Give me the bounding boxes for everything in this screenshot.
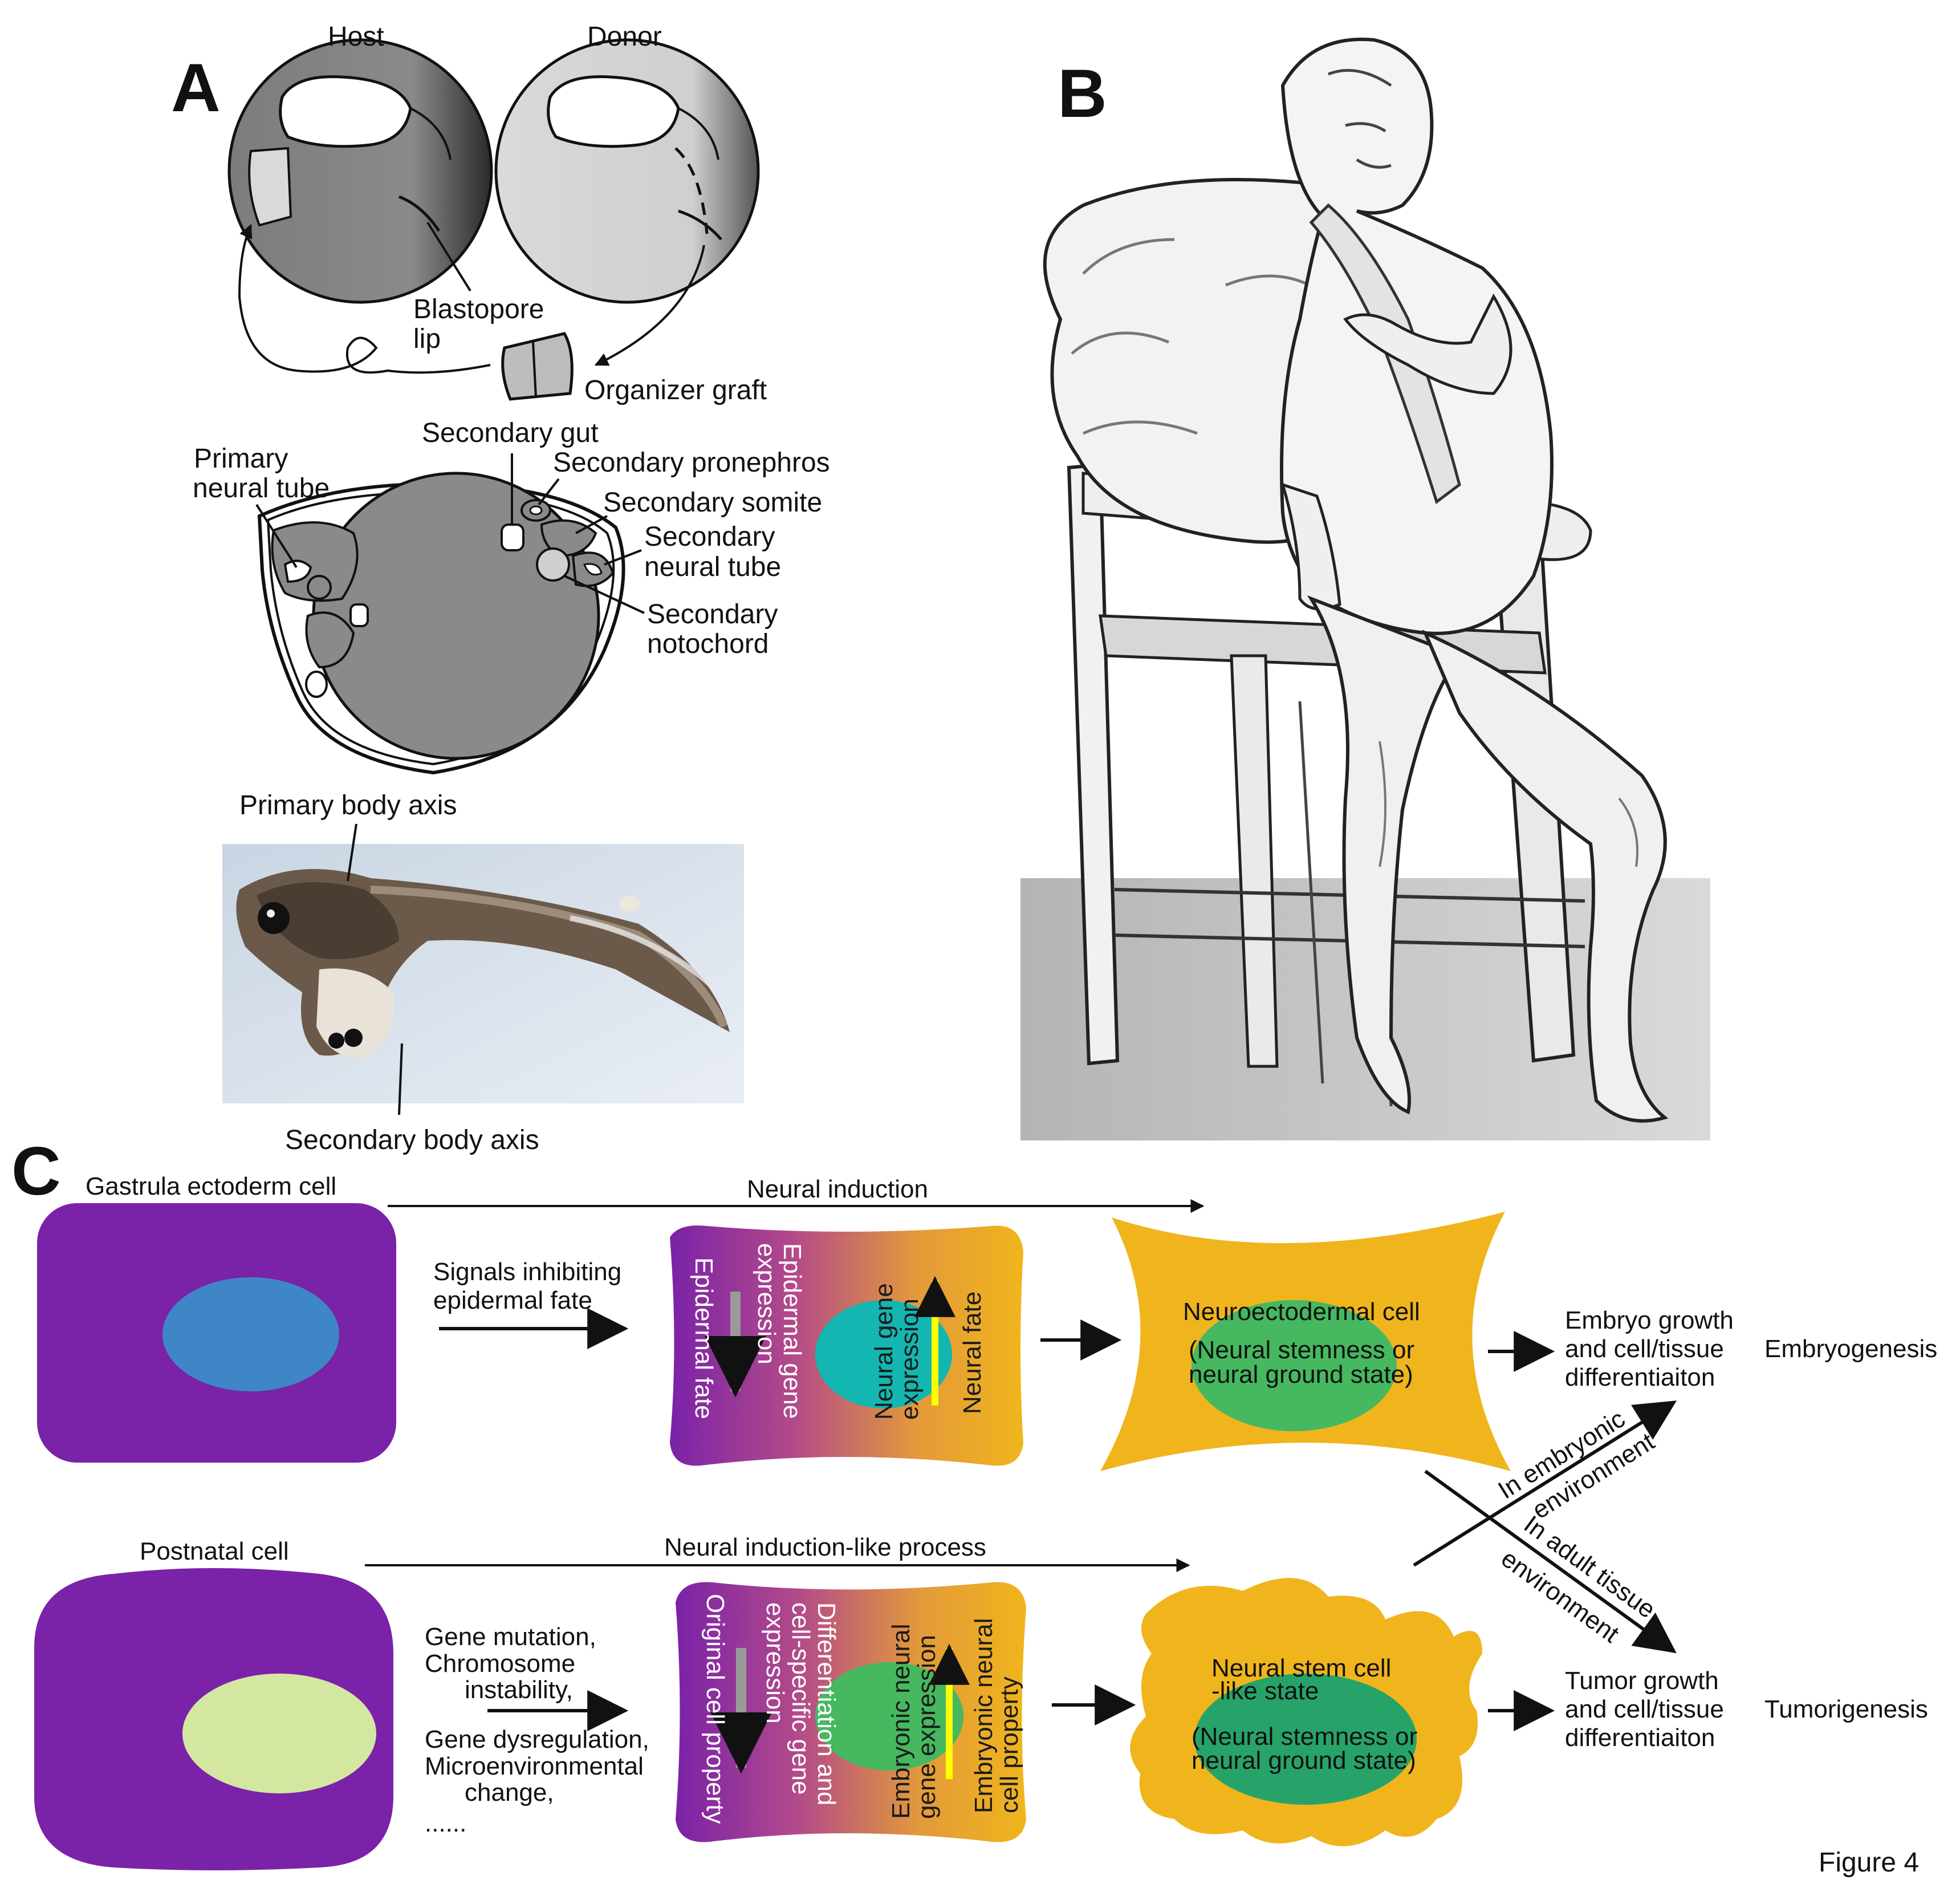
change-label: change, (465, 1779, 554, 1806)
signals-label-2: epidermal fate (433, 1286, 592, 1314)
secondary-body-axis-pointer (398, 1043, 403, 1115)
secondary-neural-tube-pointer (604, 549, 642, 566)
neural-stemness-label-1a: (Neural stemness or (1189, 1336, 1414, 1364)
neural-induction-label: Neural induction (747, 1175, 928, 1203)
epidermal-fate-label: Epidermal fate (690, 1257, 718, 1419)
secondary-gut-label: Secondary gut (422, 418, 599, 448)
primary-neural-tube-label-1: Primary (194, 444, 288, 474)
secondary-neural-tube-label-1: Secondary (644, 522, 775, 552)
neural-induction-like-label: Neural induction-like process (664, 1533, 986, 1561)
embryo-growth-label-3: differentiaiton (1565, 1363, 1715, 1391)
donor-label: Donor (587, 22, 662, 52)
neural-gene-expr-label-1: Neural gene (870, 1283, 898, 1420)
tumor-growth-label-3: differentiaiton (1565, 1724, 1715, 1752)
panel-a-letter: A (171, 50, 221, 126)
transitioning-nucleus-bottom (815, 1662, 963, 1771)
differentiation-label-2: cell-specific gene (787, 1602, 815, 1795)
instability-label: instability, (465, 1676, 573, 1704)
primary-body-axis-label: Primary body axis (239, 790, 457, 821)
transplant-arrow-donor (594, 245, 705, 366)
neural-stemness-label-2a: (Neural stemness or (1192, 1723, 1417, 1751)
chromosome-label: Chromosome (425, 1650, 575, 1678)
neural-stemness-label-1b: neural ground state) (1189, 1361, 1413, 1388)
ellipsis-label: ...... (425, 1809, 466, 1837)
host-label: Host (328, 22, 384, 52)
epidermal-gene-expr-label-1: Epidermal gene (778, 1243, 806, 1419)
secondary-somite-label: Secondary somite (603, 488, 822, 518)
panel-b: B (1020, 38, 1710, 1140)
embryonic-neural-gene-label-2: gene expression (913, 1635, 941, 1819)
secondary-notochord-label-2: notochord (647, 629, 769, 659)
embryonic-neural-cell-label-2: cell property (995, 1676, 1023, 1813)
primary-body-axis-pointer (347, 823, 357, 882)
primary-neural-tube-label-2: neural tube (193, 473, 330, 504)
blastopore-pointer (426, 221, 471, 292)
engraving-illustration (1020, 38, 1710, 1140)
signals-label-1: Signals inhibiting (433, 1258, 621, 1286)
gene-dysregulation-label: Gene dysregulation, (425, 1725, 649, 1753)
figure-label: Figure 4 (1819, 1848, 1919, 1878)
adult-env-arrow (1424, 1469, 1677, 1654)
embryonic-neural-cell-label-1: Embryonic neural (970, 1618, 998, 1813)
tadpole-photo (222, 844, 744, 1103)
microenvironmental-label: Microenvironmental (425, 1752, 644, 1780)
differentiation-label-3: expression (761, 1602, 789, 1724)
embryonic-env-arrow (1413, 1400, 1677, 1567)
blastopore-label: Blastopore (413, 294, 544, 324)
epidermal-gene-expr-label-2: expression (753, 1243, 780, 1365)
host-embryo (227, 38, 493, 304)
neural-stem-like-label-1: Neural stem cell (1211, 1654, 1391, 1682)
embryogenesis-label: Embryogenesis (1764, 1335, 1937, 1363)
panel-c-letter: C (11, 1133, 61, 1209)
neuroectodermal-label: Neuroectodermal cell (1183, 1298, 1420, 1326)
secondary-body-axis-label: Secondary body axis (285, 1125, 539, 1155)
transitioning-nucleus-top (815, 1300, 952, 1408)
neural-stem-like-label-2: -like state (1211, 1677, 1319, 1705)
secondary-neural-tube-label-2: neural tube (644, 552, 781, 582)
gene-mutation-label: Gene mutation, (425, 1623, 596, 1651)
original-cell-property-label: Original cell property (701, 1594, 729, 1824)
transplant-arrow-host (238, 224, 491, 374)
panel-a: A Host Donor Blastopore lip Organizer (171, 22, 830, 1155)
postnatal-cell-label: Postnatal cell (140, 1537, 289, 1565)
gastrula-nucleus (162, 1277, 339, 1391)
differentiation-label-1: Differentiation and (812, 1602, 840, 1805)
embryo-growth-label-2: and cell/tissue (1565, 1335, 1724, 1363)
neuroectodermal-nucleus (1192, 1300, 1397, 1431)
donor-embryo (494, 38, 760, 304)
tumor-growth-label-1: Tumor growth (1565, 1667, 1719, 1695)
secondary-notochord-label-1: Secondary (647, 599, 778, 630)
cross-section (257, 472, 625, 775)
panel-c: C Gastrula ectoderm cell Neural inductio… (11, 1133, 1937, 1870)
tumorigenesis-label: Tumorigenesis (1764, 1695, 1928, 1723)
gastrula-cell-label: Gastrula ectoderm cell (86, 1172, 336, 1200)
neural-stemness-label-2b: neural ground state) (1192, 1747, 1416, 1775)
neural-fate-label: Neural fate (958, 1292, 986, 1414)
neural-stem-like-nucleus (1194, 1674, 1417, 1805)
organizer-graft-label: Organizer graft (584, 375, 767, 405)
embryonic-neural-gene-label-1: Embryonic neural (887, 1624, 915, 1819)
secondary-notochord-pointer (564, 575, 645, 614)
secondary-pronephros-pointer (538, 478, 560, 506)
panel-b-letter: B (1058, 55, 1107, 132)
embryo-growth-label-1: Embryo growth (1565, 1306, 1734, 1334)
secondary-pronephros-label: Secondary pronephros (553, 448, 830, 478)
primary-neural-tube-pointer (255, 504, 298, 569)
neural-gene-expr-label-2: expression (896, 1298, 924, 1420)
postnatal-nucleus (182, 1674, 376, 1793)
blastopore-lip-label: lip (413, 324, 441, 354)
organizer-graft (501, 332, 574, 401)
tumor-growth-label-2: and cell/tissue (1565, 1695, 1724, 1723)
secondary-somite-pointer (575, 515, 608, 534)
